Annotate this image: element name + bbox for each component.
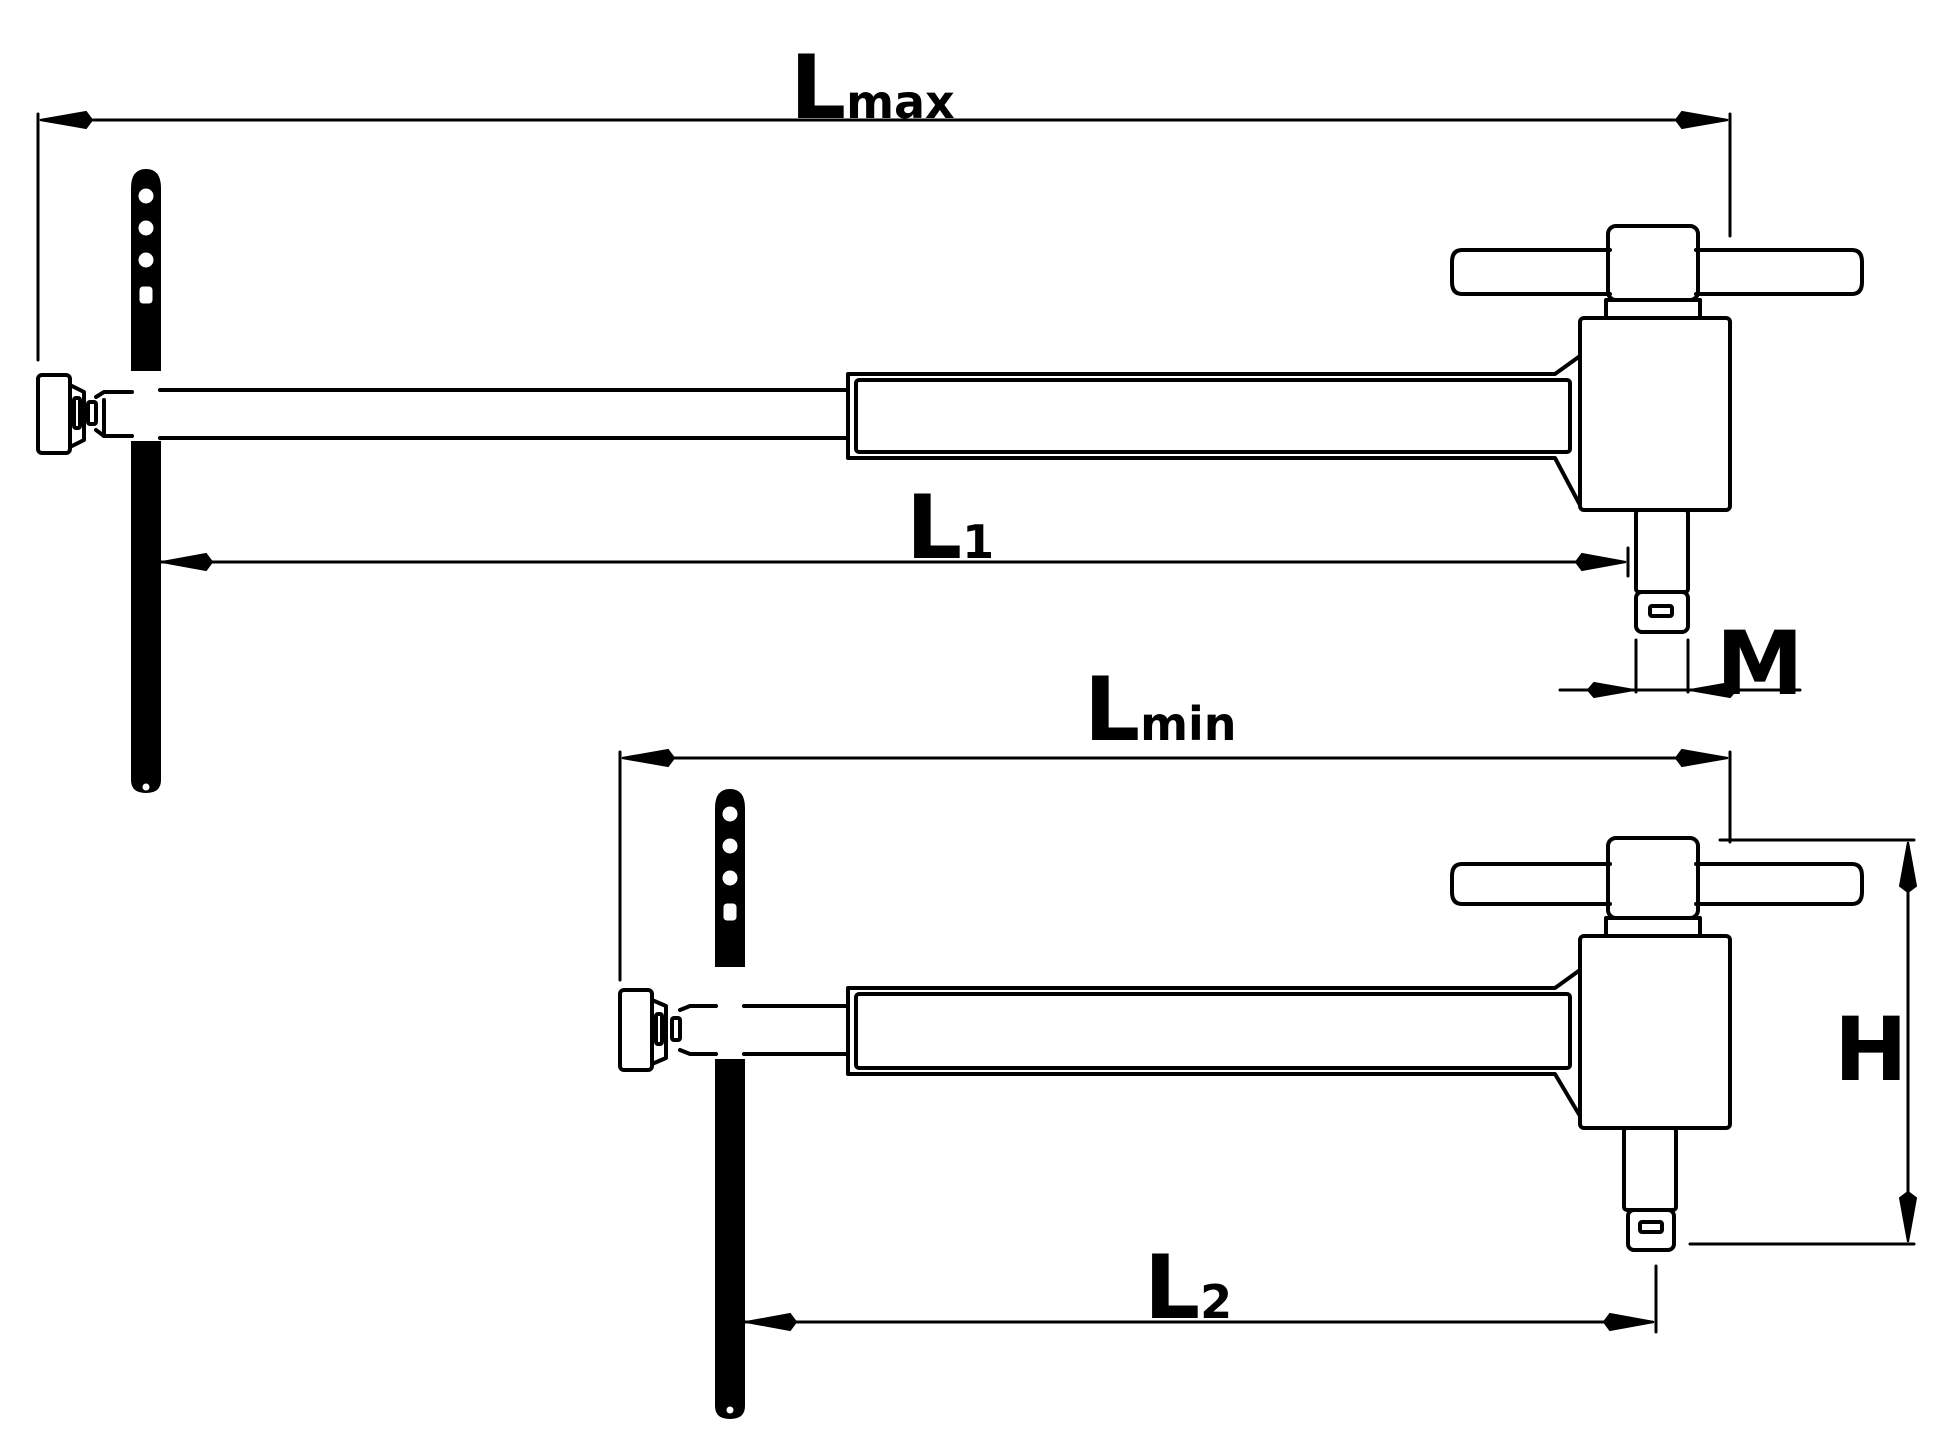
inner-rod bbox=[742, 1004, 850, 1056]
knob-link bbox=[94, 428, 134, 438]
label-h: H bbox=[1834, 998, 1908, 1101]
t-hub bbox=[1606, 224, 1700, 302]
head-block bbox=[1578, 934, 1732, 1130]
dimension-lmax bbox=[36, 110, 1732, 362]
tool-retracted bbox=[618, 788, 1864, 1420]
drive-slot bbox=[1648, 604, 1674, 618]
bar-hole bbox=[722, 870, 738, 886]
dimension-m bbox=[1558, 638, 1802, 699]
tube-inner bbox=[854, 992, 1572, 1070]
t-hub bbox=[1606, 836, 1700, 920]
bar-hole bbox=[722, 838, 738, 854]
tool-extended bbox=[36, 168, 1864, 794]
t-wing-left bbox=[1450, 862, 1612, 906]
t-wing-left bbox=[1450, 248, 1612, 296]
head-neck bbox=[1604, 916, 1702, 938]
knob-ring bbox=[72, 396, 82, 430]
label-m: M bbox=[1716, 612, 1804, 715]
inner-rod bbox=[158, 388, 850, 440]
bar-hole bbox=[138, 188, 154, 204]
head-neck bbox=[1604, 298, 1702, 320]
knob-ring bbox=[86, 400, 98, 426]
outer-tube bbox=[846, 968, 1582, 1118]
square-drive bbox=[1634, 590, 1690, 634]
t-wing-right bbox=[1694, 248, 1864, 296]
bar-hole bbox=[142, 783, 150, 791]
head-block bbox=[1578, 316, 1732, 512]
knob-ring bbox=[654, 1012, 664, 1046]
knob-link bbox=[678, 1004, 718, 1012]
knob-link bbox=[94, 390, 134, 399]
spindle bbox=[1634, 508, 1690, 594]
t-handle-bar-bottom bbox=[131, 441, 161, 794]
bar-hole bbox=[722, 806, 738, 822]
t-handle-bar-top bbox=[131, 168, 161, 371]
t-wing-right bbox=[1694, 862, 1864, 906]
end-knob bbox=[618, 988, 654, 1072]
tube-inner bbox=[854, 378, 1572, 454]
label-lmin: Lmin bbox=[1084, 658, 1237, 761]
bar-hole bbox=[726, 1406, 734, 1414]
knob-neck bbox=[68, 383, 86, 449]
bar-hole bbox=[138, 252, 154, 268]
dimension-lmin bbox=[618, 748, 1732, 982]
drive-slot bbox=[1638, 1220, 1664, 1234]
knob-ring bbox=[670, 1016, 682, 1042]
bar-slot bbox=[723, 903, 737, 921]
knob-link bbox=[678, 1048, 718, 1056]
label-lmax: Lmax bbox=[790, 36, 955, 139]
knob-neck bbox=[650, 998, 668, 1066]
square-drive bbox=[1626, 1208, 1676, 1252]
bar-slot bbox=[139, 286, 153, 304]
dimension-h bbox=[1688, 838, 1918, 1246]
t-handle-bar-bottom bbox=[715, 1059, 745, 1420]
label-l1: L1 bbox=[906, 476, 994, 579]
bar-hole bbox=[138, 220, 154, 236]
dimension-l1 bbox=[158, 546, 1630, 578]
spindle bbox=[1622, 1126, 1678, 1212]
label-l2: L2 bbox=[1144, 1236, 1232, 1339]
end-knob bbox=[36, 373, 72, 455]
dimension-l2 bbox=[742, 1264, 1658, 1334]
